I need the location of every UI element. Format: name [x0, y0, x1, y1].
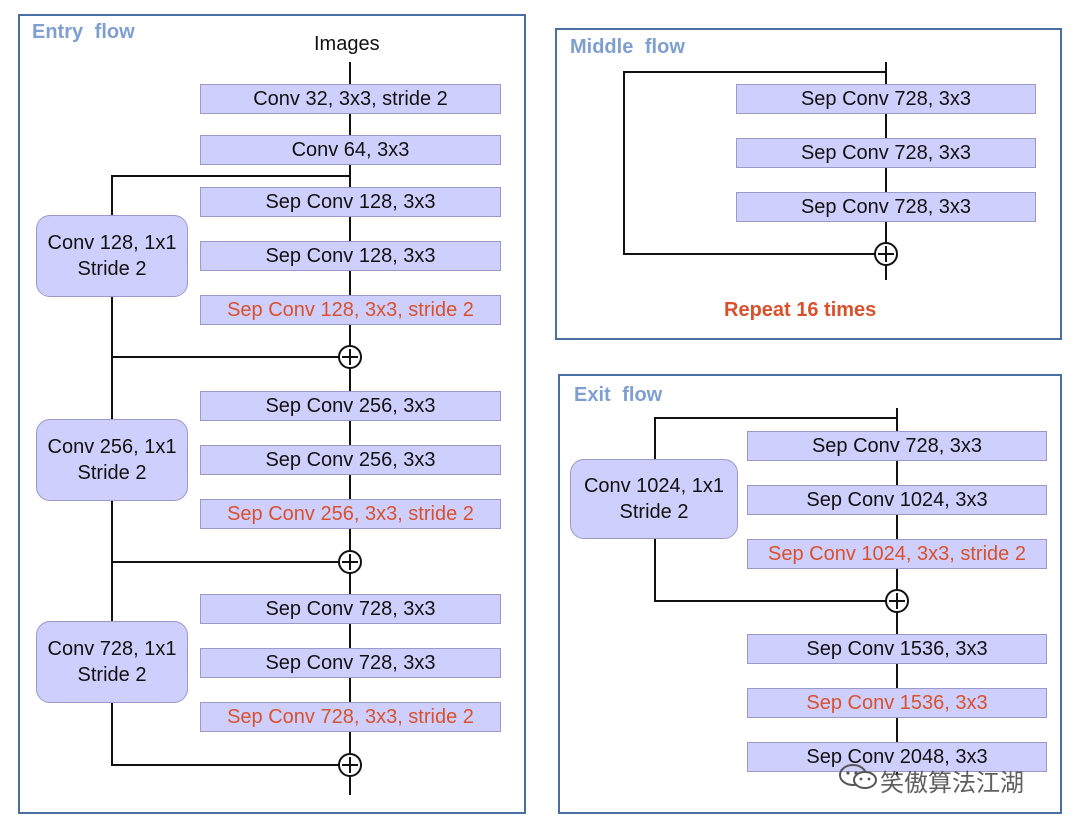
entry-flow-panel [18, 14, 526, 814]
shortcut-line1: Conv 1024, 1x1 [583, 475, 725, 497]
add-node-entry-1 [338, 345, 362, 369]
repeat-label: Repeat 16 times [724, 299, 877, 321]
entry-block: Sep Conv 256, 3x3 [200, 391, 501, 421]
shortcut-line2: Stride 2 [77, 664, 147, 686]
exit-block: Sep Conv 1536, 3x3 [747, 634, 1047, 664]
entry-block: Sep Conv 728, 3x3 [200, 594, 501, 624]
exit-block: Sep Conv 2048, 3x3 [747, 742, 1047, 772]
middle-flow-panel [555, 28, 1062, 340]
add-node-entry-3 [338, 753, 362, 777]
entry-shortcut-conv: Conv 256, 1x1 Stride 2 [36, 419, 188, 501]
middle-block: Sep Conv 728, 3x3 [736, 192, 1036, 222]
entry-shortcut-conv: Conv 728, 1x1 Stride 2 [36, 621, 188, 703]
shortcut-line2: Stride 2 [77, 258, 147, 280]
add-nodes [338, 242, 909, 777]
input-label: Images [314, 33, 380, 55]
entry-shortcut-conv: Conv 128, 1x1 Stride 2 [36, 215, 188, 297]
entry-block: Sep Conv 128, 3x3 [200, 241, 501, 271]
shortcut-line1: Conv 128, 1x1 [47, 232, 177, 254]
shortcut-line1: Conv 256, 1x1 [47, 436, 177, 458]
entry-block: Conv 64, 3x3 [200, 135, 501, 165]
shortcut-line1: Conv 728, 1x1 [47, 638, 177, 660]
exit-flow-panel [558, 374, 1062, 814]
entry-block: Sep Conv 256, 3x3, stride 2 [200, 499, 501, 529]
exit-flow-title: Exit flow [574, 384, 663, 406]
entry-flow-title: Entry flow [32, 21, 135, 43]
add-node-exit [885, 589, 909, 613]
add-node-middle [874, 242, 898, 266]
exit-block: Sep Conv 1024, 3x3 [747, 485, 1047, 515]
entry-block: Conv 32, 3x3, stride 2 [200, 84, 501, 114]
shortcut-line2: Stride 2 [619, 501, 689, 523]
shortcut-line2: Stride 2 [77, 462, 147, 484]
exit-block: Sep Conv 1024, 3x3, stride 2 [747, 539, 1047, 569]
entry-block: Sep Conv 128, 3x3, stride 2 [200, 295, 501, 325]
middle-block: Sep Conv 728, 3x3 [736, 138, 1036, 168]
entry-block: Sep Conv 728, 3x3, stride 2 [200, 702, 501, 732]
exit-block: Sep Conv 728, 3x3 [747, 431, 1047, 461]
exit-block: Sep Conv 1536, 3x3 [747, 688, 1047, 718]
entry-block: Sep Conv 128, 3x3 [200, 187, 501, 217]
add-node-entry-2 [338, 550, 362, 574]
exit-shortcut-conv: Conv 1024, 1x1 Stride 2 [570, 459, 738, 539]
entry-block: Sep Conv 256, 3x3 [200, 445, 501, 475]
entry-block: Sep Conv 728, 3x3 [200, 648, 501, 678]
middle-block: Sep Conv 728, 3x3 [736, 84, 1036, 114]
wechat-logo-icon [838, 762, 878, 792]
watermark-text: 笑傲算法江湖 [880, 770, 1024, 797]
middle-flow-title: Middle flow [570, 36, 685, 58]
